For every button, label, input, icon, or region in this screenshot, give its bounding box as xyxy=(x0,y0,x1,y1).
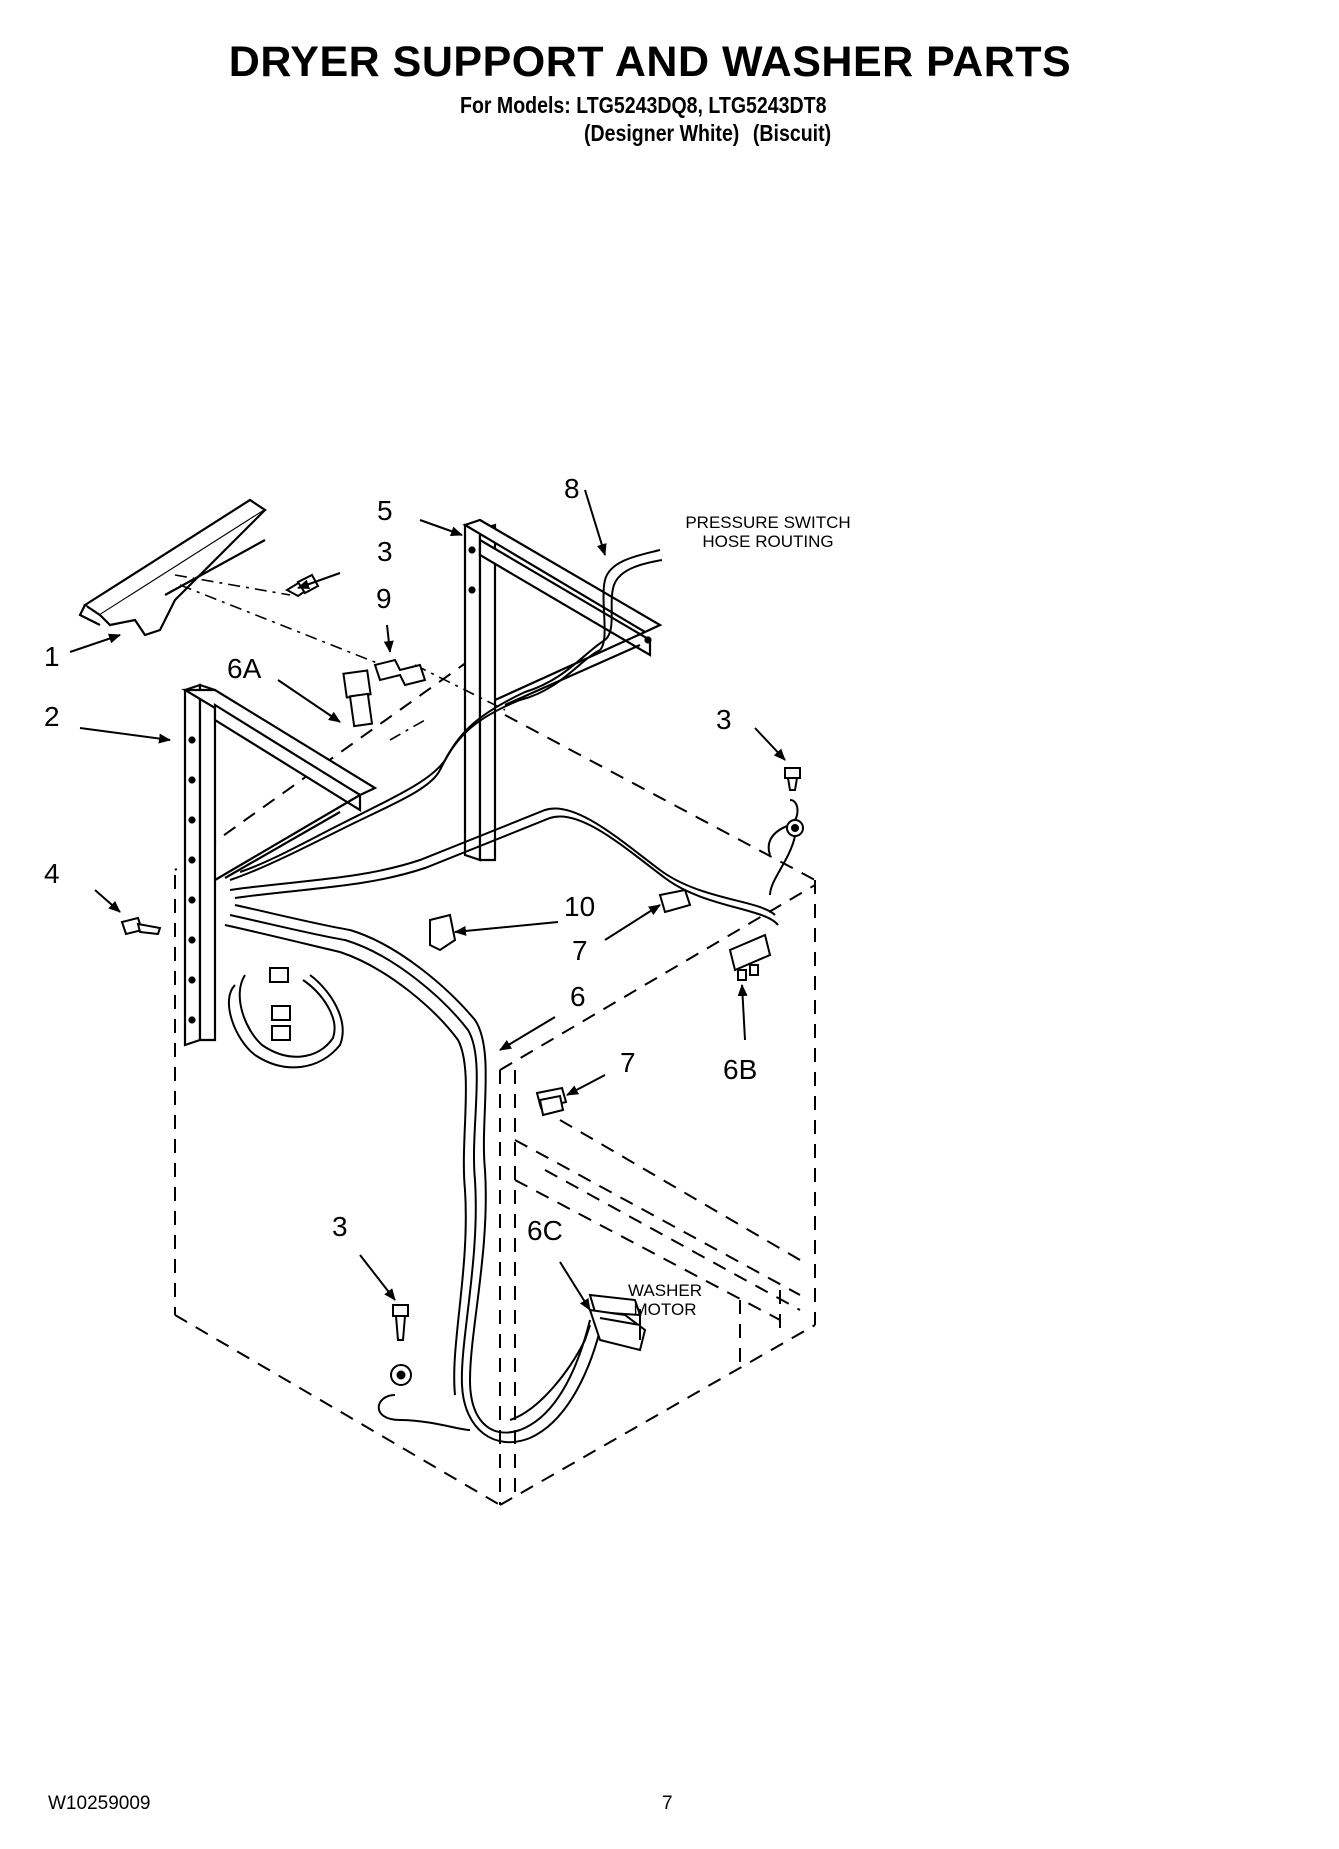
assembly-guide-lines xyxy=(174,574,506,741)
variant-designer-white: (Designer White) xyxy=(584,120,740,146)
note-motor-line2: MOTOR xyxy=(633,1299,697,1319)
callout-6c: 6C xyxy=(527,1215,563,1246)
callout-6a: 6A xyxy=(227,653,262,684)
part-3-screw-bottom xyxy=(390,1304,412,1386)
part-6-wire-harness xyxy=(224,549,779,1444)
variant-biscuit: (Biscuit) xyxy=(752,120,832,146)
callout-3-bottom: 3 xyxy=(332,1211,348,1242)
callout-6b: 6B xyxy=(723,1054,758,1085)
part-6c-motor-connector xyxy=(588,1308,647,1352)
leader-arrows xyxy=(69,489,786,1311)
callout-3-top: 3 xyxy=(377,536,393,567)
part-3-screw-right xyxy=(769,767,804,896)
note-pressure-line1: PRESSURE SWITCH xyxy=(685,513,851,532)
harness-clips xyxy=(373,658,692,1117)
callout-8: 8 xyxy=(564,473,580,504)
part-5-right-support xyxy=(462,518,663,862)
callout-4: 4 xyxy=(44,858,60,889)
page-number: 7 xyxy=(662,1793,673,1814)
washer-cabinet-outline xyxy=(174,659,816,1506)
part-2-left-support xyxy=(181,683,378,1047)
document-number: W10259009 xyxy=(48,1793,151,1814)
callout-3-right: 3 xyxy=(716,704,732,735)
note-washer-motor: WASHER MOTOR xyxy=(615,1281,715,1319)
callout-6: 6 xyxy=(570,981,586,1012)
part-9-clip xyxy=(373,658,427,687)
callout-9: 9 xyxy=(376,583,392,614)
callout-10: 10 xyxy=(564,891,596,922)
callout-5: 5 xyxy=(377,495,393,526)
part-10-clip xyxy=(429,913,457,952)
model-variants: (Designer White) (Biscuit) xyxy=(584,120,845,147)
part-4-screw xyxy=(120,916,162,936)
models-line: For Models: LTG5243DQ8, LTG5243DT8 xyxy=(460,92,827,118)
callout-2: 2 xyxy=(44,701,60,732)
callout-1: 1 xyxy=(44,641,60,672)
note-pressure-line2: HOSE ROUTING xyxy=(702,531,834,551)
callout-7-b: 7 xyxy=(620,1047,636,1078)
note-motor-line1: WASHER xyxy=(628,1281,702,1300)
callout-7-a: 7 xyxy=(572,935,588,966)
part-7-clip-upper xyxy=(658,888,692,914)
page-title: DRYER SUPPORT AND WASHER PARTS xyxy=(228,38,1072,86)
screws xyxy=(120,573,804,1386)
part-1-bracket xyxy=(78,498,268,637)
note-pressure-switch: PRESSURE SWITCH HOSE ROUTING xyxy=(668,513,868,551)
